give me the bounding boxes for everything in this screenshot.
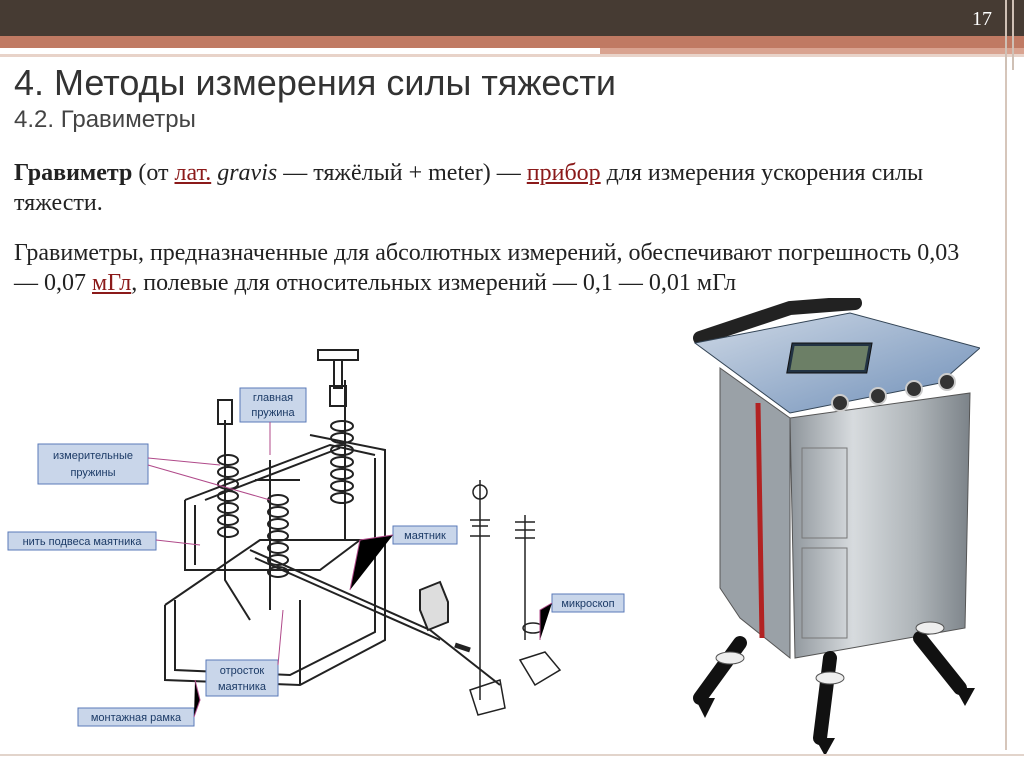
svg-text:маятник: маятник [404, 530, 446, 542]
accuracy-paragraph: Гравиметры, предназначенные для абсолютн… [14, 238, 974, 298]
svg-text:отросток: отросток [220, 665, 265, 677]
header-bar [0, 0, 1024, 36]
svg-text:главная: главная [253, 392, 293, 404]
label-pendulum-arm: отросток маятника [205, 659, 279, 697]
label-pendulum: маятник [392, 525, 458, 545]
latin-word: gravis [217, 160, 278, 186]
gravimeter-device-image [693, 298, 980, 756]
label-microscope: микроскоп [551, 593, 625, 613]
link-device[interactable]: прибор [526, 160, 601, 186]
svg-text:микроскоп: микроскоп [561, 598, 614, 610]
link-latin[interactable]: лат. [174, 160, 212, 186]
label-mount-frame: монтажная рамка [77, 707, 195, 727]
text: — тяжёлый + meter) — [277, 160, 527, 186]
svg-text:монтажная рамка: монтажная рамка [91, 712, 182, 724]
svg-text:пружина: пружина [251, 407, 295, 419]
svg-text:измерительные: измерительные [53, 450, 133, 462]
label-pendulum-thread: нить подвеса маятника [7, 531, 157, 551]
link-mgal[interactable]: мГл [92, 270, 132, 296]
slide-number: 17 [972, 8, 992, 30]
header-stripe-accent [600, 48, 1024, 54]
text: для измерения ускорения силы тяжести. [14, 160, 924, 216]
slide-subtitle: 4.2. Гравиметры [14, 106, 196, 133]
svg-text:пружины: пружины [70, 467, 115, 479]
label-measuring-springs: измерительные пружины [37, 443, 149, 485]
svg-text:маятника: маятника [218, 681, 267, 693]
text: (от [132, 160, 175, 186]
frame-line [1012, 0, 1014, 70]
slide-title: 4. Методы измерения силы тяжести [14, 62, 617, 103]
label-main-spring: главная пружина [239, 387, 307, 423]
svg-text:нить подвеса маятника: нить подвеса маятника [23, 536, 143, 548]
footer-line [0, 754, 1024, 770]
header-stripe [0, 36, 1024, 48]
header-line [0, 54, 1024, 57]
text: , полевые для относительных измерений — … [131, 270, 737, 296]
term: Гравиметр [14, 160, 133, 186]
definition-paragraph: Гравиметр (от лат. gravis — тяжёлый + me… [14, 158, 974, 218]
frame-line [1005, 0, 1007, 70]
text: Гравиметры, предназначенные для абсолютн… [14, 240, 960, 296]
gravimeter-diagram: главная пружина измерительные пружины ни… [7, 349, 625, 727]
frame-line-right [1005, 70, 1007, 750]
